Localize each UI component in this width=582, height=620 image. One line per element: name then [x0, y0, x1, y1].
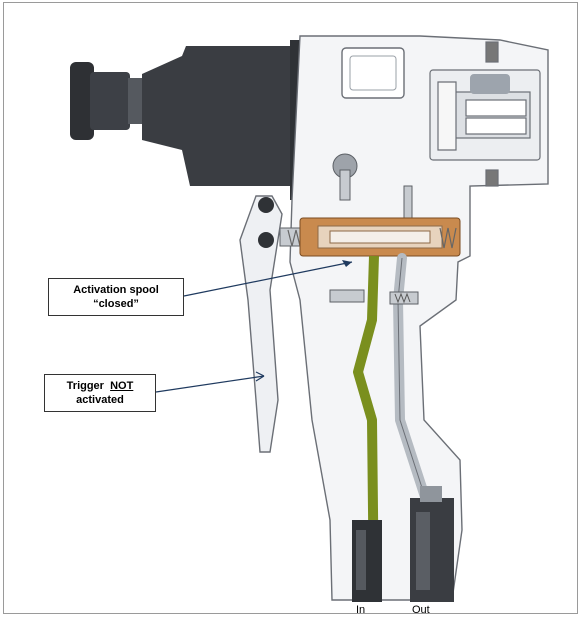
- spool-callout-line1: Activation spool: [73, 284, 159, 296]
- trigger-word: Trigger: [66, 380, 104, 392]
- inlet-label: In: [356, 604, 366, 616]
- drive-socket: [70, 62, 148, 140]
- spool-leader-line: [183, 261, 353, 297]
- spool-callout: Activation spool “closed”: [48, 278, 184, 316]
- trigger-arrowhead: [255, 371, 265, 382]
- return-channel-outline: [397, 257, 427, 501]
- trigger-callout: Trigger NOT activated: [44, 374, 156, 412]
- motor-housing: [142, 46, 300, 186]
- side-fitting: [329, 289, 419, 305]
- figure-frame: [3, 2, 578, 614]
- pin: [470, 74, 510, 94]
- outlet-connector: [410, 486, 454, 602]
- trigger: [239, 195, 283, 453]
- not-word: NOT: [110, 380, 134, 392]
- spool-arrowhead: [342, 260, 352, 267]
- trigger-leader-line: [155, 375, 265, 393]
- spool-callout-line2: “closed”: [93, 298, 139, 310]
- inlet-connector: [352, 520, 382, 602]
- inlet-flow: [353, 255, 379, 601]
- tool-body: [289, 35, 549, 601]
- trigger-callout-line1: Trigger NOT: [45, 379, 155, 393]
- trigger-callout-line2: activated: [76, 394, 124, 406]
- head-window: [341, 47, 405, 99]
- outlet-label: Out: [412, 604, 430, 616]
- activation-spool: [279, 217, 461, 257]
- regulator-knob: [332, 153, 358, 201]
